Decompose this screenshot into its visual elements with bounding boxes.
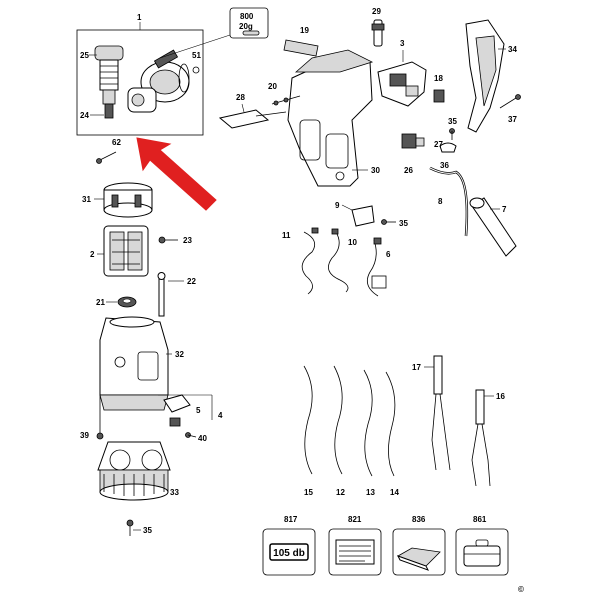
red-pointer-arrow [136, 137, 217, 211]
screw-39 [96, 395, 104, 440]
switch-block-3 [377, 61, 427, 107]
label-30: 30 [371, 166, 380, 175]
label-14: 14 [390, 488, 399, 497]
cord-guard-7 [469, 197, 517, 257]
kit-861-case: 861 [455, 515, 509, 576]
copyright-mark: © [518, 585, 524, 594]
main-housing-30 [287, 49, 374, 187]
label-17: 17 [412, 363, 421, 372]
gearbox-part [127, 49, 190, 113]
label-37: 37 [508, 115, 517, 124]
label-821: 821 [348, 515, 362, 524]
cable-clamp-9 [351, 205, 375, 227]
clamp-36 [439, 142, 457, 153]
label-800: 800 [240, 12, 254, 21]
label-39: 39 [80, 431, 89, 440]
label-9: 9 [335, 201, 340, 210]
part-20 [271, 95, 301, 106]
label-24: 24 [80, 111, 89, 120]
handle-half-34 [465, 19, 505, 133]
label-32: 32 [175, 350, 184, 359]
screw-23 [158, 236, 178, 244]
label-6: 6 [386, 250, 391, 259]
label-36: 36 [440, 161, 449, 170]
plate-28 [218, 109, 287, 129]
cable-17 [431, 355, 451, 471]
label-4: 4 [218, 411, 223, 420]
kit-836-bag: 836 [392, 515, 446, 576]
cable-16 [471, 389, 491, 487]
label-35-clamp: 35 [399, 219, 408, 228]
screw-35-clamp [381, 219, 396, 225]
label-28: 28 [236, 93, 245, 102]
label-29: 29 [372, 7, 381, 16]
motor-housing-32 [99, 316, 169, 411]
label-2: 2 [90, 250, 95, 259]
label-20: 20 [268, 82, 277, 91]
screw-35-bottom [126, 519, 134, 536]
label-33: 33 [170, 488, 179, 497]
label-26: 26 [404, 166, 413, 175]
label-836: 836 [412, 515, 426, 524]
label-18: 18 [434, 74, 443, 83]
kit-817-label: 817 105 db [262, 515, 316, 576]
end-cap-33 [97, 441, 171, 501]
wire-11 [301, 227, 319, 295]
label-19: 19 [300, 26, 309, 35]
label-25: 25 [80, 51, 89, 60]
label-31: 31 [82, 195, 91, 204]
label-15: 15 [304, 488, 313, 497]
label-40: 40 [198, 434, 207, 443]
terminal-26 [401, 133, 425, 149]
label-35-bottom: 35 [143, 526, 152, 535]
label-861: 861 [473, 515, 487, 524]
label-817: 817 [284, 515, 298, 524]
brush-holder-5 [163, 394, 191, 427]
label-16: 16 [496, 392, 505, 401]
label-34: 34 [508, 45, 517, 54]
label-7: 7 [502, 205, 507, 214]
label-10: 10 [348, 238, 357, 247]
kit-821-label: 821 [328, 515, 382, 576]
label-5: 5 [196, 406, 201, 415]
screw-37 [499, 94, 521, 109]
kit-817-text: 105 db [273, 548, 305, 559]
label-11: 11 [282, 231, 291, 240]
wire-12 [333, 365, 343, 475]
label-27: 27 [434, 140, 443, 149]
screw-62 [96, 151, 117, 164]
capacitor-18 [433, 89, 445, 103]
screw-35-mid [449, 128, 455, 140]
switch-29 [371, 19, 385, 47]
field-coil-2 [103, 225, 149, 277]
label-23: 23 [183, 236, 192, 245]
wire-13 [363, 369, 373, 477]
label-51: 51 [192, 51, 201, 60]
label-800-weight: 20g [239, 22, 253, 31]
label-3: 3 [400, 39, 405, 48]
fan-baffle-31 [103, 182, 153, 218]
clip-19 [283, 39, 319, 57]
label-8: 8 [438, 197, 443, 206]
wire-10 [328, 228, 349, 293]
power-cord-8 [429, 166, 469, 237]
wire-15 [303, 365, 313, 475]
label-13: 13 [366, 488, 375, 497]
wire-6 [366, 237, 387, 297]
grease-kit-800: 800 20g [159, 7, 269, 59]
rod-22 [157, 272, 166, 317]
label-62: 62 [112, 138, 121, 147]
label-22: 22 [187, 277, 196, 286]
label-12: 12 [336, 488, 345, 497]
label-35-mid: 35 [448, 117, 457, 126]
armature-part [94, 45, 124, 119]
wire-14 [385, 371, 396, 477]
gear-assembly-box: 1 25 24 51 [76, 13, 204, 136]
label-1: 1 [137, 13, 142, 22]
screw-40 [185, 432, 197, 438]
bearing-21 [117, 296, 137, 308]
label-21: 21 [96, 298, 105, 307]
